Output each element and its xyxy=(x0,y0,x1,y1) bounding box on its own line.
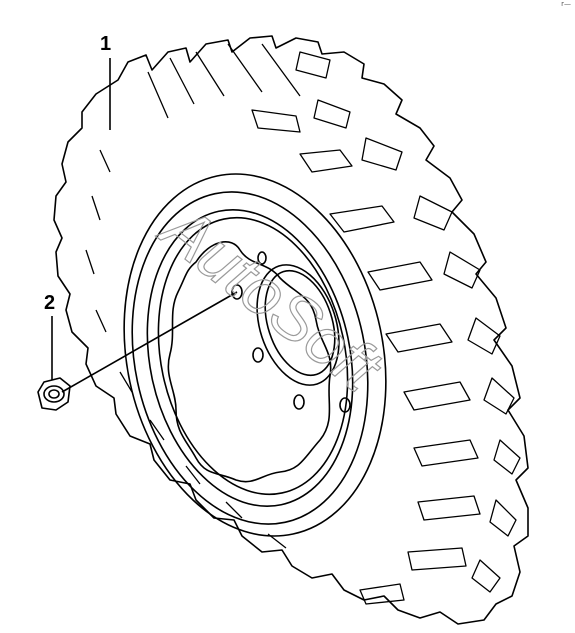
tire-outer-edge xyxy=(53,35,529,625)
wheel-hub-inner xyxy=(264,269,336,377)
callout-1: 1 xyxy=(100,33,112,55)
stud-hole xyxy=(293,394,305,410)
lug-nut xyxy=(37,377,71,411)
tread-lugs xyxy=(85,43,521,605)
stud-hole xyxy=(252,347,264,363)
rim-inner-flange xyxy=(157,216,349,496)
stud-hole xyxy=(339,397,351,413)
wheel-disc xyxy=(167,241,332,483)
corner-mark: r— xyxy=(561,0,571,8)
wheel-hub xyxy=(256,264,340,386)
stud-hole xyxy=(231,284,243,300)
callout-2: 2 xyxy=(44,292,56,314)
tire-sidewall-ring xyxy=(123,173,387,537)
stud-axis-line xyxy=(61,291,238,393)
stud-hole xyxy=(257,251,267,265)
rim-flange xyxy=(146,209,354,507)
tire-bead-ring xyxy=(131,191,369,525)
